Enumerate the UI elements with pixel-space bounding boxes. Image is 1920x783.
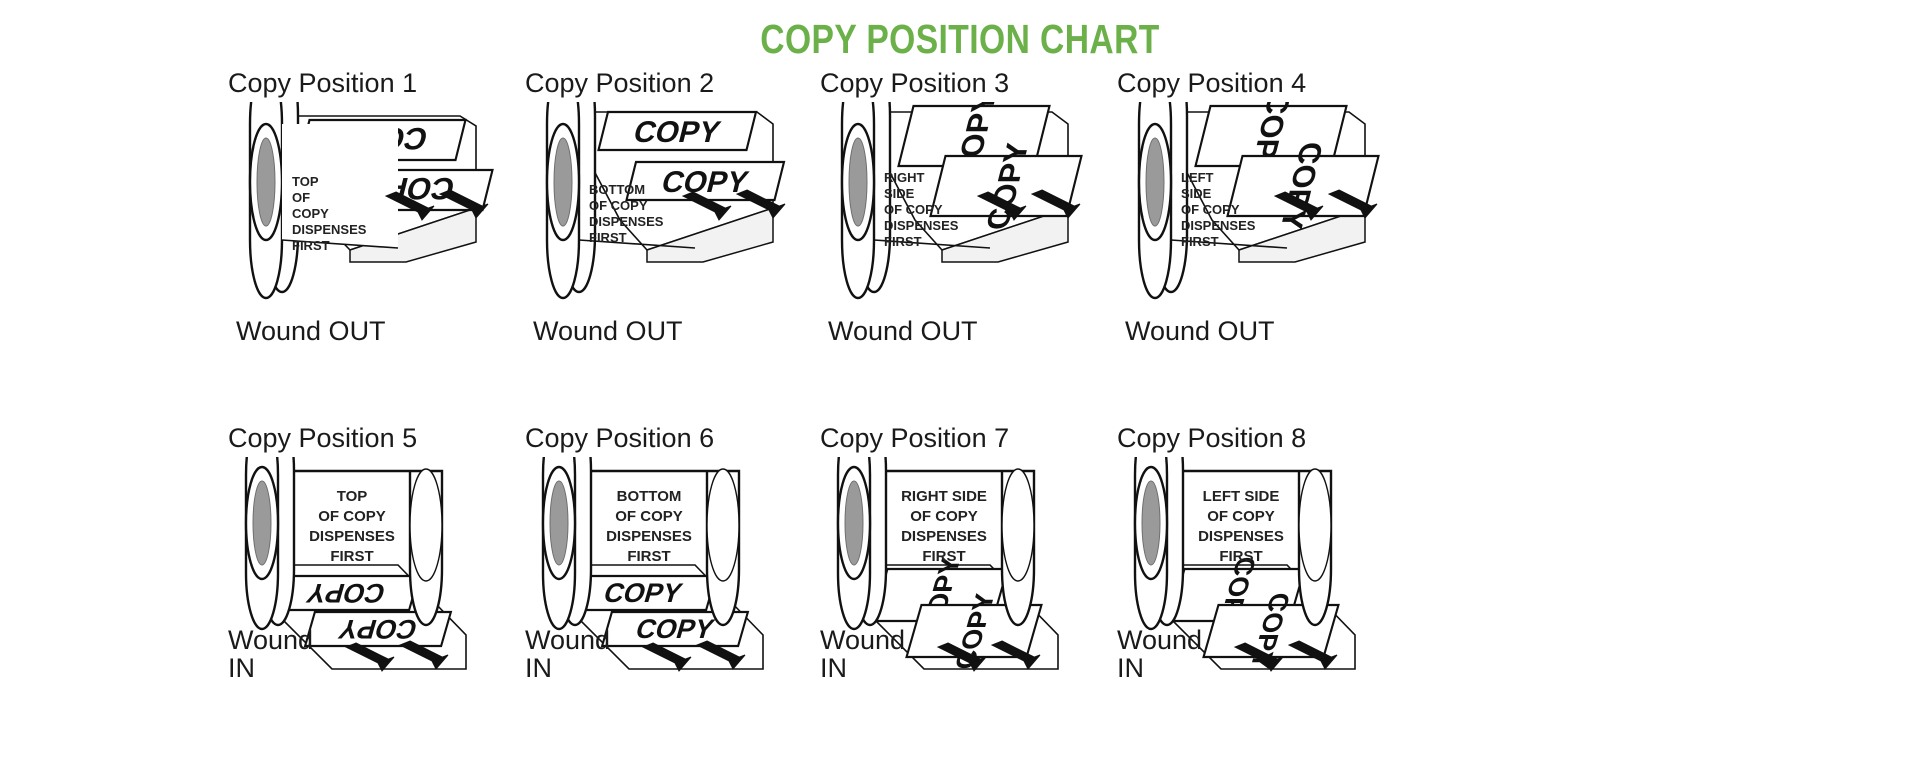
roll-caption-3: RIGHT SIDE OF COPY DISPENSES FIRST (884, 170, 959, 249)
dispense-direction-arrow (976, 189, 1081, 221)
roll-figure-1: COPY COPY (228, 102, 598, 332)
roll-body-7 (836, 457, 1036, 631)
svg-text:COPY: COPY (292, 206, 329, 221)
svg-text:DISPENSES: DISPENSES (292, 222, 367, 237)
cell-title-6: Copy Position 6 (525, 423, 715, 453)
svg-text:OF COPY: OF COPY (1207, 508, 1275, 525)
cell-title-2: Copy Position 2 (525, 68, 715, 98)
wound-direction-label-7: Wound IN (820, 625, 906, 683)
roll-caption-8: LEFT SIDE OF COPY DISPENSES FIRST (1198, 488, 1284, 565)
svg-text:OF COPY: OF COPY (1181, 202, 1240, 217)
chart-grid: Copy Position 1 COPY (0, 60, 1920, 770)
wound-direction-label-5: Wound IN (228, 625, 314, 683)
wound-direction-label-2: Wound OUT (533, 316, 683, 346)
dispense-direction-arrow (681, 189, 786, 221)
svg-text:OF COPY: OF COPY (910, 508, 978, 525)
roll-body-6 (541, 457, 741, 631)
svg-text:OF COPY: OF COPY (318, 508, 386, 525)
chart-row-wound-out: Copy Position 1 COPY (0, 60, 1920, 415)
roll-figure-3: COPY COPY (820, 102, 1190, 332)
svg-text:TOP: TOP (292, 174, 319, 189)
svg-text:RIGHT SIDE: RIGHT SIDE (901, 488, 987, 505)
web-copy-label: COPY (658, 165, 751, 198)
cell-title-7: Copy Position 7 (820, 423, 1010, 453)
svg-text:SIDE: SIDE (884, 186, 915, 201)
roll-figure-6: COPY COPY (525, 457, 895, 687)
roll-caption-7: RIGHT SIDE OF COPY DISPENSES FIRST (901, 488, 987, 565)
roll-figure-5: COPY COPY (228, 457, 598, 687)
wound-direction-label-1: Wound OUT (236, 316, 386, 346)
cell-title-8: Copy Position 8 (1117, 423, 1307, 453)
roll-caption-2: BOTTOM OF COPY DISPENSES FIRST (589, 182, 664, 245)
svg-text:TOP: TOP (337, 488, 368, 505)
copy-position-cell-5: Copy Position 5 COPY COPY (228, 415, 598, 755)
roll-caption-5: TOP OF COPY DISPENSES FIRST (309, 488, 395, 565)
svg-text:BOTTOM: BOTTOM (617, 488, 682, 505)
chart-row-wound-in: Copy Position 5 COPY COPY (0, 415, 1920, 770)
copy-position-cell-4: Copy Position 4 COPY COPY (1117, 60, 1487, 400)
roll-body-5 (244, 457, 444, 631)
wound-direction-label-4: Wound OUT (1125, 316, 1275, 346)
svg-text:FIRST: FIRST (922, 548, 965, 565)
svg-text:OF COPY: OF COPY (884, 202, 943, 217)
page-title: COPY POSITION CHART (760, 16, 1160, 62)
roll-caption-6: BOTTOM OF COPY DISPENSES FIRST (606, 488, 692, 565)
svg-text:OF COPY: OF COPY (615, 508, 683, 525)
cell-title-3: Copy Position 3 (820, 68, 1010, 98)
dispense-direction-arrow (1273, 189, 1378, 221)
dispense-direction-arrow (344, 640, 449, 672)
svg-text:FIRST: FIRST (330, 548, 373, 565)
svg-text:RIGHT: RIGHT (884, 170, 925, 185)
web-copy-label: COPY (303, 578, 388, 608)
dispense-direction-arrow (641, 640, 746, 672)
wound-direction-label-8: Wound IN (1117, 625, 1203, 683)
svg-text:DISPENSES: DISPENSES (901, 528, 987, 545)
svg-text:DISPENSES: DISPENSES (884, 218, 959, 233)
svg-text:DISPENSES: DISPENSES (309, 528, 395, 545)
cell-title-4: Copy Position 4 (1117, 68, 1307, 98)
svg-text:FIRST: FIRST (589, 230, 627, 245)
svg-text:DISPENSES: DISPENSES (1198, 528, 1284, 545)
cell-title-5: Copy Position 5 (228, 423, 418, 453)
copy-position-cell-2: Copy Position 2 COPY COPY (525, 60, 895, 400)
svg-text:FIRST: FIRST (292, 238, 330, 253)
svg-text:DISPENSES: DISPENSES (1181, 218, 1256, 233)
wound-direction-label-6: Wound IN (525, 625, 611, 683)
roll-caption-1: TOP OF COPY DISPENSES FIRST (292, 174, 367, 253)
copy-position-cell-1: Copy Position 1 COPY (228, 60, 598, 400)
svg-text:FIRST: FIRST (1219, 548, 1262, 565)
svg-text:OF COPY: OF COPY (589, 198, 648, 213)
copy-position-cell-6: Copy Position 6 COPY COPY (525, 415, 895, 755)
web-copy-label: COPY (632, 613, 717, 643)
svg-text:BOTTOM: BOTTOM (589, 182, 645, 197)
svg-text:LEFT: LEFT (1181, 170, 1214, 185)
dispense-direction-arrow (384, 189, 489, 221)
roll-caption-4: LEFT SIDE OF COPY DISPENSES FIRST (1181, 170, 1256, 249)
svg-text:FIRST: FIRST (627, 548, 670, 565)
dispense-direction-arrow (936, 640, 1041, 672)
web-copy-label: COPY (335, 614, 420, 644)
roll-figure-4: COPY COPY (1117, 102, 1487, 332)
roll-figure-7: COPY COPY (820, 457, 1190, 687)
copy-position-cell-8: Copy Position 8 COPY COPY (1117, 415, 1487, 755)
svg-text:FIRST: FIRST (1181, 234, 1219, 249)
svg-text:SIDE: SIDE (1181, 186, 1212, 201)
copy-position-cell-3: Copy Position 3 COPY COPY (820, 60, 1190, 400)
copy-position-cell-7: Copy Position 7 COPY COPY (820, 415, 1190, 755)
svg-text:DISPENSES: DISPENSES (589, 214, 664, 229)
svg-text:OF: OF (292, 190, 310, 205)
roll-body-8 (1133, 457, 1333, 631)
svg-text:LEFT SIDE: LEFT SIDE (1203, 488, 1280, 505)
roll-figure-2: COPY COPY (525, 102, 895, 332)
roll-figure-8: COPY COPY (1117, 457, 1487, 687)
svg-text:FIRST: FIRST (884, 234, 922, 249)
wound-direction-label-3: Wound OUT (828, 316, 978, 346)
svg-text:DISPENSES: DISPENSES (606, 528, 692, 545)
cell-title-1: Copy Position 1 (228, 68, 418, 98)
web-copy-label: COPY (630, 115, 723, 148)
dispense-direction-arrow (1233, 640, 1338, 672)
web-copy-label: COPY (600, 577, 685, 607)
